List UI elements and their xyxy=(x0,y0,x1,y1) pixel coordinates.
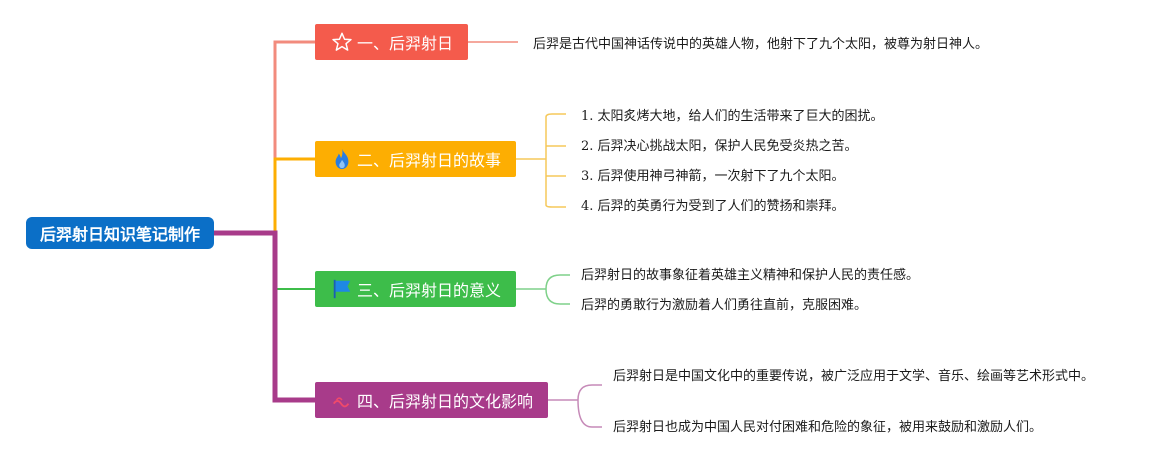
waves-icon xyxy=(331,389,353,411)
leaf-text: 后羿使用神弓神箭，一次射下了九个太阳。 xyxy=(597,169,845,184)
leaf-3-2[interactable]: 后羿的勇敢行为激励着人们勇往直前，克服困难。 xyxy=(581,297,1061,314)
connector-root-branch-4 xyxy=(214,230,315,403)
branch-label-4: 四、后羿射日的文化影响 xyxy=(357,392,534,411)
leaf-2-4[interactable]: 4. 后羿的英勇行为受到了人们的赞扬和崇拜。 xyxy=(581,198,1001,215)
leaf-text: 后羿的勇敢行为激励着人们勇往直前，克服困难。 xyxy=(581,298,868,313)
leaf-1-1[interactable]: 后羿是古代中国神话传说中的英雄人物，他射下了九个太阳，被尊为射日神人。 xyxy=(533,36,1133,53)
leaf-number: 4. xyxy=(581,199,594,214)
leaf-text: 后羿射日也成为中国人民对付困难和危险的象征，被用来鼓励和激励人们。 xyxy=(613,420,1043,435)
connector-branch-3-leaves xyxy=(516,274,570,305)
branch-label-3: 三、后羿射日的意义 xyxy=(357,281,502,300)
branch-label-2: 二、后羿射日的故事 xyxy=(357,151,502,170)
connector-branch-2-leaves xyxy=(516,113,566,208)
leaf-4-1[interactable]: 后羿射日是中国文化中的重要传说，被广泛应用于文学、音乐、绘画等艺术形式中。 xyxy=(613,368,1113,385)
leaf-2-2[interactable]: 2. 后羿决心挑战太阳，保护人民免受炎热之苦。 xyxy=(581,138,1001,155)
connector-root-branch-1 xyxy=(214,40,315,235)
leaf-number: 3. xyxy=(581,169,594,184)
flame-icon xyxy=(331,148,353,170)
leaf-2-1[interactable]: 1. 太阳炙烤大地，给人们的生活带来了巨大的困扰。 xyxy=(581,108,1001,125)
star-icon xyxy=(331,31,353,53)
connector-branch-4-leaves xyxy=(548,384,602,428)
leaf-text: 后羿决心挑战太阳，保护人民免受炎热之苦。 xyxy=(597,139,858,154)
leaf-number: 2. xyxy=(581,139,594,154)
branch-topic-1[interactable]: 一、后羿射日 xyxy=(315,24,468,60)
leaf-text: 后羿射日是中国文化中的重要传说，被广泛应用于文学、音乐、绘画等艺术形式中。 xyxy=(613,369,1095,384)
root-topic[interactable]: 后羿射日知识笔记制作 xyxy=(26,217,214,249)
leaf-text: 后羿射日的故事象征着英雄主义精神和保护人民的责任感。 xyxy=(581,268,920,283)
leaf-4-2[interactable]: 后羿射日也成为中国人民对付困难和危险的象征，被用来鼓励和激励人们。 xyxy=(613,419,1133,436)
leaf-text: 后羿的英勇行为受到了人们的赞扬和崇拜。 xyxy=(597,199,845,214)
connector-root-branch-2 xyxy=(273,157,315,233)
branch-topic-3[interactable]: 三、后羿射日的意义 xyxy=(315,271,516,307)
leaf-text: 太阳炙烤大地，给人们的生活带来了巨大的困扰。 xyxy=(597,109,884,124)
connector-root-branch-3 xyxy=(274,233,315,290)
flag-icon xyxy=(331,278,353,300)
leaf-text: 后羿是古代中国神话传说中的英雄人物，他射下了九个太阳，被尊为射日神人。 xyxy=(533,37,989,52)
branch-topic-2[interactable]: 二、后羿射日的故事 xyxy=(315,141,516,177)
leaf-3-1[interactable]: 后羿射日的故事象征着英雄主义精神和保护人民的责任感。 xyxy=(581,267,1061,284)
branch-topic-4[interactable]: 四、后羿射日的文化影响 xyxy=(315,382,548,418)
leaf-number: 1. xyxy=(581,109,594,124)
branch-label-1: 一、后羿射日 xyxy=(357,34,454,53)
leaf-2-3[interactable]: 3. 后羿使用神弓神箭，一次射下了九个太阳。 xyxy=(581,168,1001,185)
